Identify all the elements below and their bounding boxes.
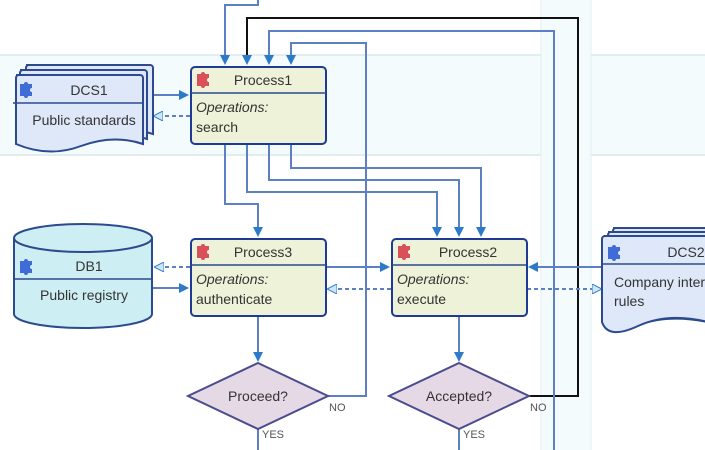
- connector-process1-to-process2-b[interactable]: [268, 145, 464, 237]
- process1-ops-value: search: [196, 119, 238, 135]
- dcs1-shape: [15, 74, 144, 153]
- node-db1[interactable]: DB1 Public registry: [13, 223, 153, 329]
- node-dcs2[interactable]: DCS2 Company inter rules: [601, 227, 705, 333]
- accepted-shape: [386, 361, 532, 431]
- db1-body: Public registry: [40, 287, 128, 303]
- dcs2-body-line1: Company inter: [614, 274, 705, 290]
- proceed-yes-label: YES: [262, 429, 284, 441]
- dcs1-body: Public standards: [32, 112, 136, 128]
- accepted-label: Accepted?: [426, 388, 492, 404]
- connector-process1-to-process2-a[interactable]: [246, 145, 442, 237]
- process3-title: Process3: [234, 244, 293, 260]
- node-decision-accepted[interactable]: Accepted? NO YES: [386, 361, 547, 441]
- dcs2-title: DCS2: [667, 244, 705, 260]
- process2-shape: [391, 238, 528, 317]
- lane-band-vertical: [541, 0, 591, 450]
- process3-shape: [190, 238, 327, 317]
- node-process3[interactable]: Process3 Operations: authenticate: [190, 238, 327, 317]
- proceed-no-label: NO: [329, 402, 346, 414]
- node-process1[interactable]: Process1 Operations: search: [190, 66, 327, 145]
- connectors: [153, 0, 603, 450]
- proceed-label: Proceed?: [228, 388, 288, 404]
- process1-title: Process1: [234, 72, 293, 88]
- connector-process1-to-process2-c[interactable]: [290, 145, 486, 237]
- process1-shape: [190, 66, 327, 145]
- node-dcs1[interactable]: DCS1 Public standards: [13, 64, 154, 153]
- connector-loop-to-process1[interactable]: [264, 30, 555, 450]
- proceed-shape: [185, 361, 331, 431]
- db1-top: [13, 223, 153, 253]
- db1-shape: [13, 238, 153, 329]
- connector-incoming-top[interactable]: [220, 0, 259, 65]
- process3-ops-label: Operations:: [196, 271, 268, 287]
- accepted-no-label: NO: [530, 402, 547, 414]
- process2-ops-label: Operations:: [397, 271, 469, 287]
- connector-process1-to-process3[interactable]: [224, 145, 263, 237]
- process3-ops-value: authenticate: [196, 291, 272, 307]
- dcs2-shape: [601, 235, 705, 333]
- accepted-yes-label: YES: [463, 429, 485, 441]
- process2-ops-value: execute: [397, 291, 446, 307]
- process2-title: Process2: [439, 244, 498, 260]
- node-process2[interactable]: Process2 Operations: execute: [391, 238, 528, 317]
- process1-ops-label: Operations:: [196, 99, 268, 115]
- node-decision-proceed[interactable]: Proceed? NO YES: [185, 361, 346, 441]
- dcs1-title: DCS1: [70, 82, 108, 98]
- connector-accepted-no-to-process1[interactable]: [242, 17, 579, 397]
- connector-proceed-no-to-process1[interactable]: [286, 42, 367, 397]
- dcs2-body-line2: rules: [614, 293, 644, 309]
- db1-title: DB1: [75, 258, 102, 274]
